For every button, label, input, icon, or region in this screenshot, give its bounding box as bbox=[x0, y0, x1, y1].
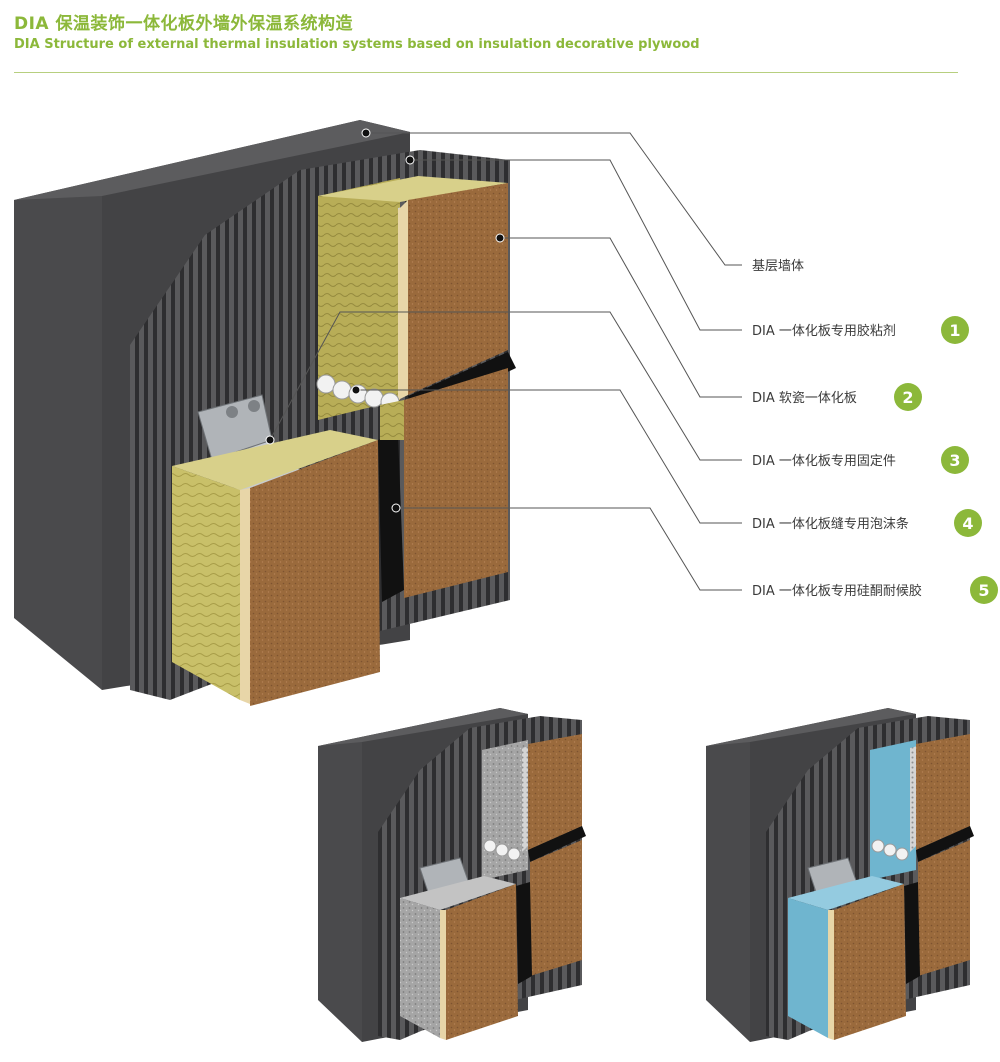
leader-line-anchor bbox=[269, 311, 742, 461]
variant-a-vertical-joint bbox=[516, 882, 532, 984]
callout-badge-1 bbox=[941, 316, 969, 344]
variant-b-lower-edge bbox=[828, 910, 834, 1040]
callout-label-base-wall: 基层墙体 bbox=[752, 259, 804, 274]
upper-wool-left bbox=[318, 178, 400, 420]
leader-lines bbox=[269, 132, 742, 591]
callout-badge-5 bbox=[970, 576, 998, 604]
upper-cork-face bbox=[408, 183, 508, 395]
variant-b-foam-strip bbox=[871, 839, 909, 861]
variant-b-lower-top bbox=[788, 876, 904, 910]
variant-b-vertical-joint bbox=[904, 882, 920, 984]
variant-a-wall-front bbox=[318, 738, 362, 1042]
header-rule bbox=[14, 72, 958, 73]
callout-badge-4-text: 4 bbox=[962, 514, 973, 533]
variant-a-lower-top bbox=[400, 876, 516, 910]
callout-label-plywood: DIA 软瓷一体化板 bbox=[752, 391, 857, 406]
callout-badge-3 bbox=[941, 446, 969, 474]
title-en: DIA Structure of external thermal insula… bbox=[14, 37, 700, 52]
callout-label-foam: DIA 一体化板缝专用泡沫条 bbox=[752, 516, 909, 532]
callout-label-anchor: DIA 一体化板专用固定件 bbox=[752, 454, 896, 469]
variant-b-wall-top bbox=[706, 708, 916, 746]
title-cn: DIA 保温装饰一体化板外墙外保温系统构造 bbox=[14, 14, 354, 34]
base-wall-front bbox=[14, 188, 102, 690]
callout-label-sealant: DIA 一体化板专用硅酮耐候胶 bbox=[752, 583, 922, 599]
variant-a-upper-cork bbox=[528, 734, 582, 850]
leader-line-foam bbox=[356, 389, 742, 524]
variant-a-lower-edge bbox=[440, 910, 446, 1040]
leader-line-plywood bbox=[500, 237, 742, 398]
variant-b-upper-cork bbox=[916, 734, 970, 850]
variant-a-joint bbox=[528, 826, 586, 862]
leader-line-base-wall bbox=[366, 132, 742, 266]
variant-a-lower-insulation bbox=[400, 898, 440, 1038]
variant-b-upper-insulation bbox=[870, 740, 916, 880]
header: DIA 保温装饰一体化板外墙外保温系统构造 DIA Structure of e… bbox=[14, 14, 700, 53]
variant-b-joint bbox=[916, 826, 974, 862]
variant-a-upper-insulation bbox=[482, 740, 528, 880]
callout-badge-5-text: 5 bbox=[978, 581, 989, 600]
base-wall-top bbox=[14, 120, 410, 200]
vertical-sealant-joint bbox=[378, 434, 404, 602]
lower-cork-face bbox=[250, 440, 380, 706]
variant-b-lower-right-cork bbox=[918, 840, 970, 976]
variant-a-foam-strip bbox=[483, 839, 521, 861]
lower-wool-front bbox=[172, 466, 240, 700]
variant-b-wall-front bbox=[706, 738, 750, 1042]
variant-blue-insulation bbox=[706, 708, 974, 1042]
leader-line-adhesive bbox=[410, 159, 742, 331]
callout-badge-4 bbox=[954, 509, 982, 537]
leader-line-sealant bbox=[396, 507, 742, 591]
main-wall-assembly bbox=[14, 120, 516, 706]
variant-a-lower-right-cork bbox=[530, 840, 582, 976]
callout-label-adhesive: DIA 一体化板专用胶粘剂 bbox=[752, 323, 896, 339]
upper-face-edge bbox=[398, 200, 408, 400]
callout-badge-2 bbox=[894, 383, 922, 411]
lower-face-edge bbox=[240, 488, 250, 704]
variant-grey-insulation bbox=[318, 708, 586, 1042]
callout-badge-1-text: 1 bbox=[949, 321, 960, 340]
variant-b-lower-cork bbox=[834, 884, 906, 1040]
leader-dots bbox=[265, 128, 505, 513]
upper-wool-top bbox=[318, 176, 508, 202]
callout-list: 基层墙体 DIA 一体化板专用胶粘剂 1 DIA 软瓷一体化板 2 DIA 一体… bbox=[752, 259, 998, 604]
variant-a-lower-cork bbox=[446, 884, 518, 1040]
variant-a-wall-top bbox=[318, 708, 528, 746]
variant-b-lower-insulation bbox=[788, 898, 828, 1038]
lower-wool-top bbox=[172, 430, 378, 490]
callout-badge-3-text: 3 bbox=[949, 451, 960, 470]
right-lower-cork bbox=[404, 368, 508, 598]
right-lower-wool bbox=[380, 400, 404, 440]
callout-badge-2-text: 2 bbox=[902, 388, 913, 407]
